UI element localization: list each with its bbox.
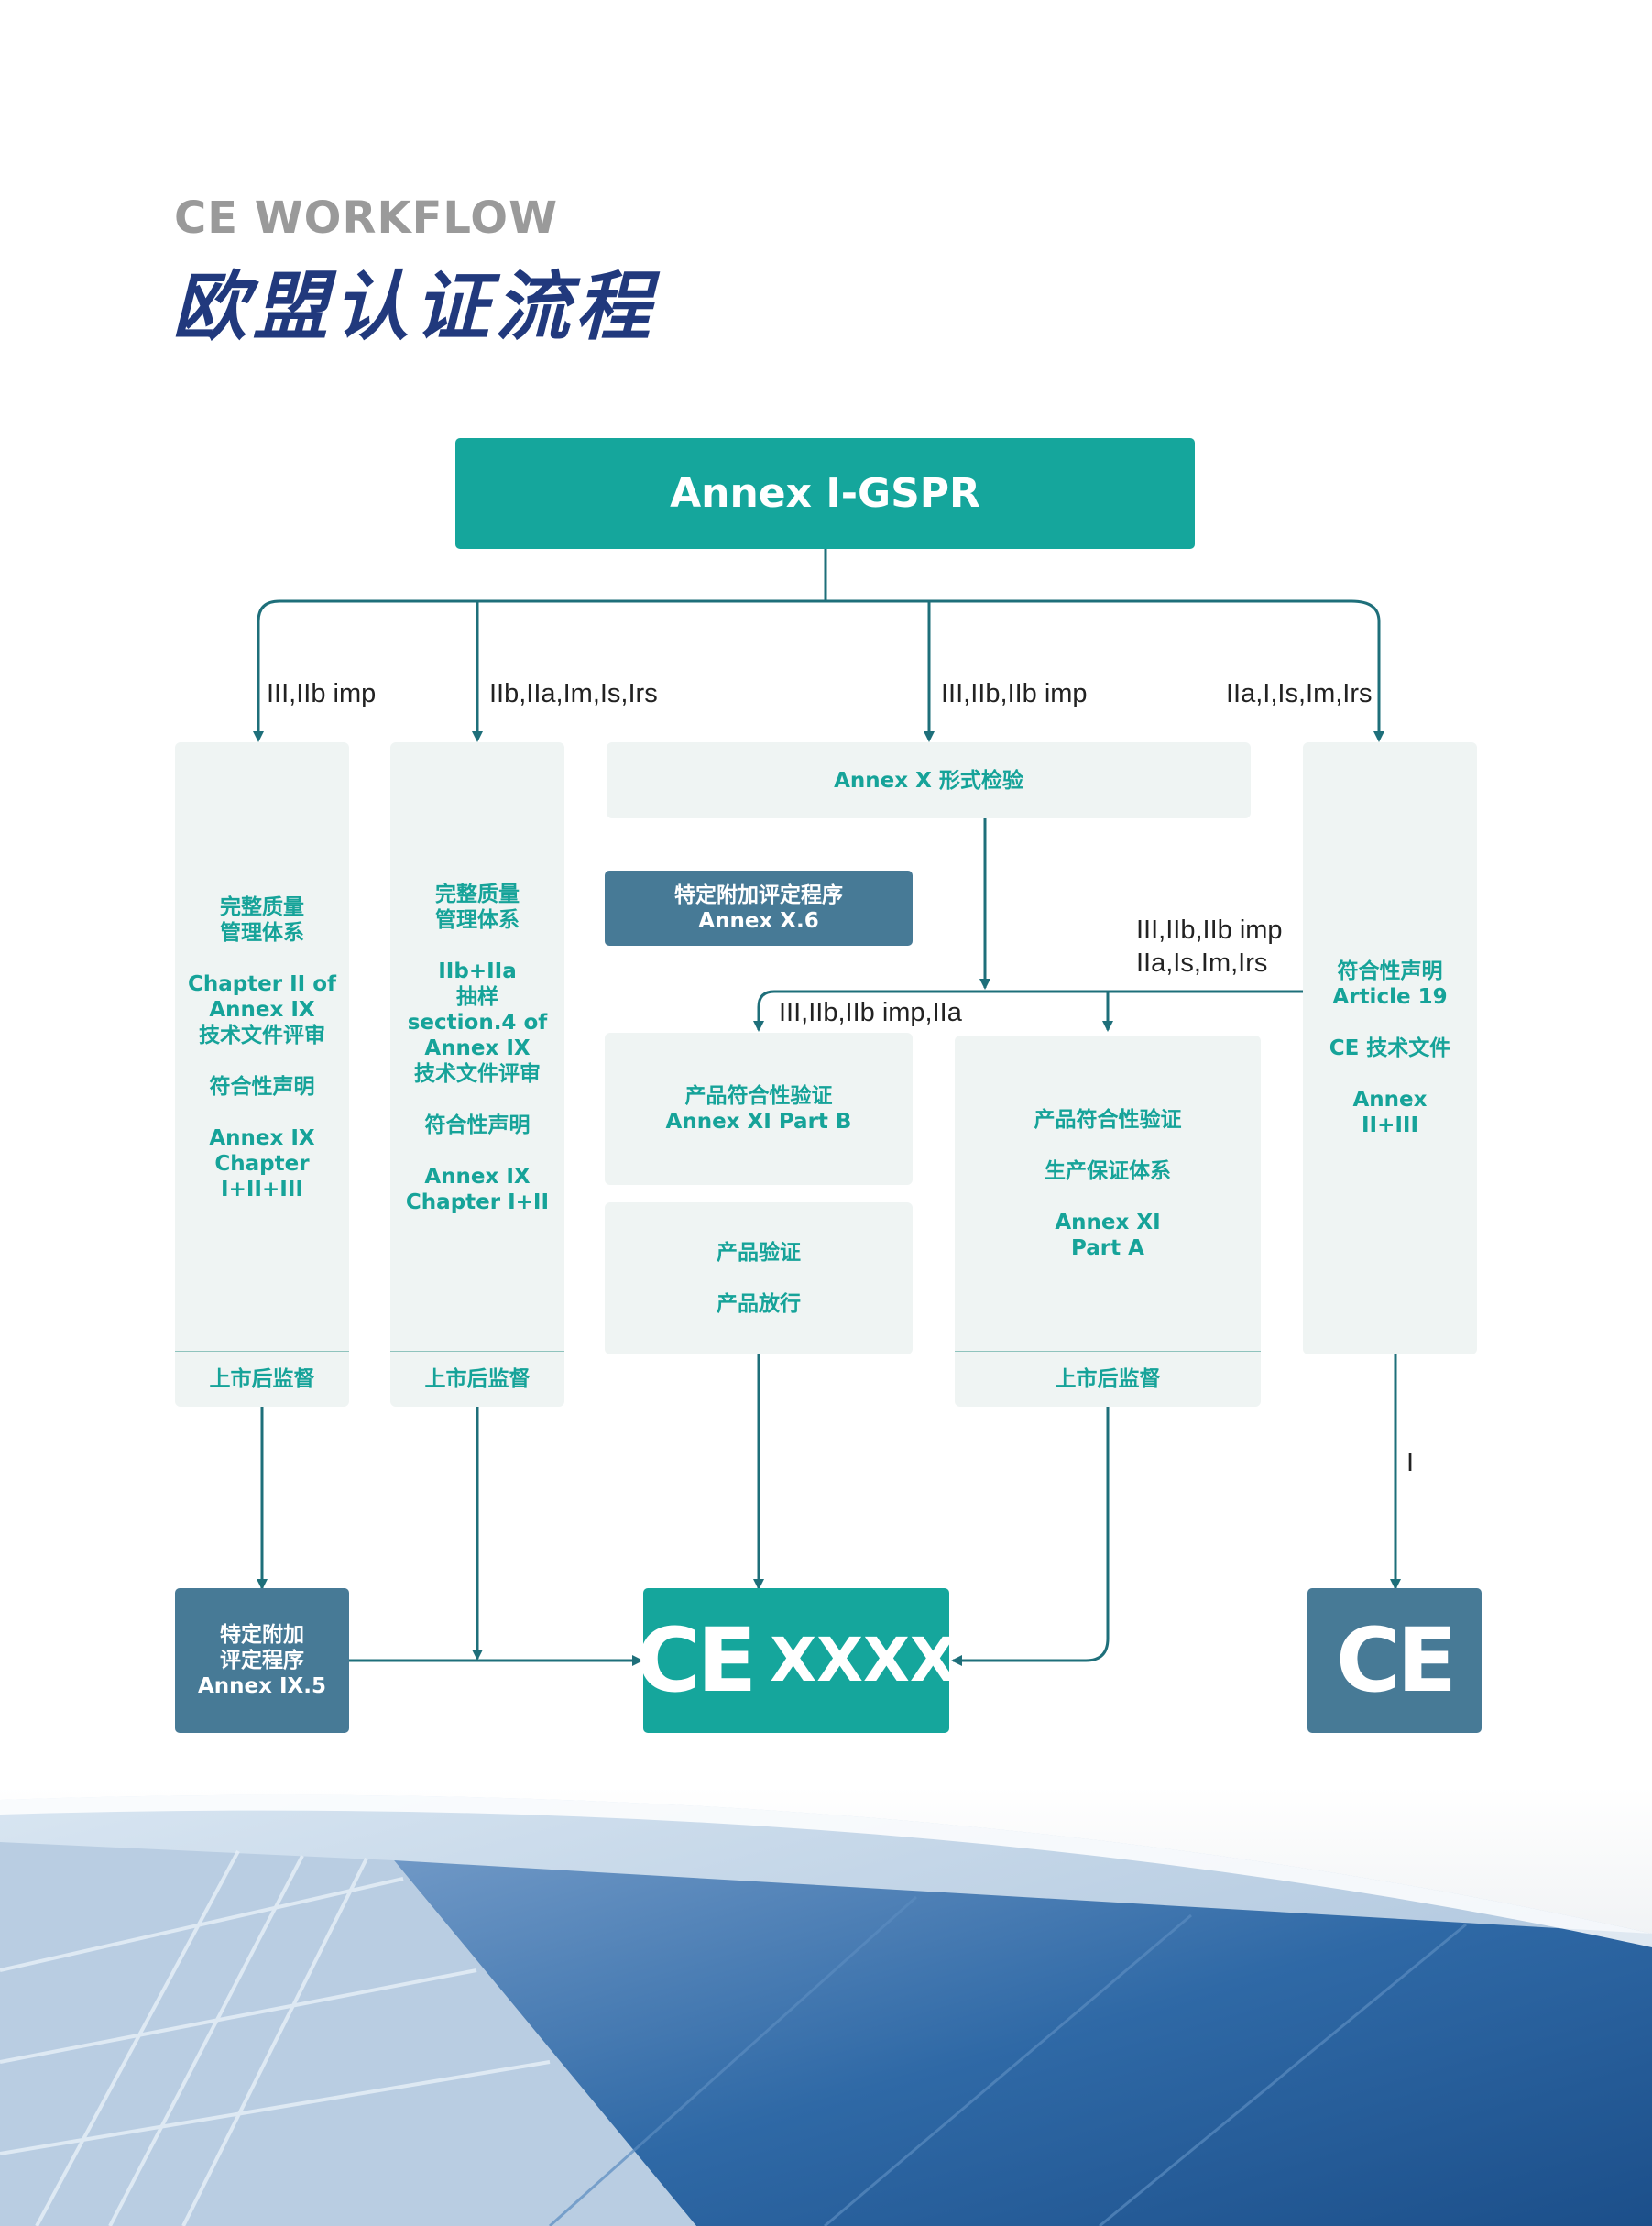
- col2-section: IIb+IIa 抽样 section.4 of Annex IX 技术文件评审: [396, 959, 559, 1087]
- ce-mark-icon: CE: [636, 1617, 753, 1705]
- col2-section: 完整质量 管理体系: [396, 882, 559, 933]
- building-photo-decoration: [0, 1787, 1652, 2226]
- product-verification-box: 产品验证 产品放行: [605, 1202, 913, 1354]
- right-column-content: 符合性声明 Article 19 CE 技术文件 Annex II+III: [1303, 959, 1477, 1138]
- annex-ix5-box: 特定附加 评定程序 Annex IX.5: [175, 1588, 349, 1733]
- col2-footer: 上市后监督: [390, 1351, 564, 1407]
- annex-xi-part-a-box: 产品符合性验证 生产保证体系 Annex XI Part A 上市后监督: [955, 1036, 1261, 1407]
- product-verif-section: 产品放行: [717, 1291, 801, 1317]
- branch-left: [258, 601, 279, 740]
- side-label-b: IIa,Is,Im,Irs: [1136, 947, 1267, 980]
- branch-label-3: III,IIb,IIb imp: [941, 677, 1088, 710]
- column-class-i: 符合性声明 Article 19 CE 技术文件 Annex II+III: [1303, 742, 1477, 1354]
- column-2-content: 完整质量 管理体系 IIb+IIa 抽样 section.4 of Annex …: [390, 882, 564, 1215]
- notified-body-number: XXXX: [770, 1630, 957, 1691]
- right-section: CE 技术文件: [1308, 1036, 1471, 1061]
- right-section: 符合性声明 Article 19: [1308, 959, 1471, 1010]
- xi-a-footer: 上市后监督: [955, 1351, 1261, 1407]
- xi-b-label: III,IIb,IIb imp,IIa: [779, 996, 962, 1029]
- ce-mark-box: CE: [1307, 1588, 1482, 1733]
- branch-label-4: IIa,I,Is,Im,Irs: [1226, 677, 1373, 710]
- column-full-qms-class-ii: 完整质量 管理体系 IIb+IIa 抽样 section.4 of Annex …: [390, 742, 564, 1407]
- branch-label-2: IIb,IIa,Im,Is,Irs: [489, 677, 658, 710]
- product-verif-section: 产品验证: [717, 1240, 801, 1266]
- side-label-a: III,IIb,IIb imp: [1136, 914, 1283, 947]
- col1-section: 符合性声明: [181, 1074, 344, 1100]
- annex-x-box: Annex X 形式检验: [607, 742, 1251, 818]
- col1-section: Annex IX Chapter I+II+III: [181, 1125, 344, 1202]
- right-section: Annex II+III: [1308, 1087, 1471, 1138]
- xi-a-section: 产品符合性验证: [960, 1107, 1255, 1133]
- ce-notified-body-mark: CE XXXX: [643, 1588, 949, 1733]
- branch-right: [1351, 601, 1379, 740]
- xi-a-content: 产品符合性验证 生产保证体系 Annex XI Part A: [955, 1107, 1261, 1261]
- column-1-content: 完整质量 管理体系 Chapter II of Annex IX 技术文件评审 …: [175, 894, 349, 1202]
- xi-a-down: [953, 1407, 1108, 1661]
- annex-xi-part-b-box: 产品符合性验证 Annex XI Part B: [605, 1033, 913, 1185]
- col2-section: Annex IX Chapter I+II: [396, 1164, 559, 1215]
- annex-i-gspr-box: Annex I-GSPR: [455, 438, 1195, 549]
- annex-x6-box: 特定附加评定程序 Annex X.6: [605, 871, 913, 946]
- xi-a-section: 生产保证体系: [960, 1158, 1255, 1184]
- col2-section: 符合性声明: [396, 1113, 559, 1138]
- col1-section: Chapter II of Annex IX 技术文件评审: [181, 971, 344, 1048]
- ce-mark-icon: CE: [1336, 1617, 1453, 1705]
- column-full-qms-class-iii: 完整质量 管理体系 Chapter II of Annex IX 技术文件评审 …: [175, 742, 349, 1407]
- col1-footer: 上市后监督: [175, 1351, 349, 1407]
- col1-section: 完整质量 管理体系: [181, 894, 344, 946]
- xi-a-section: Annex XI Part A: [960, 1210, 1255, 1261]
- right-down-label: I: [1406, 1446, 1414, 1479]
- branch-label-1: III,IIb imp: [267, 677, 376, 710]
